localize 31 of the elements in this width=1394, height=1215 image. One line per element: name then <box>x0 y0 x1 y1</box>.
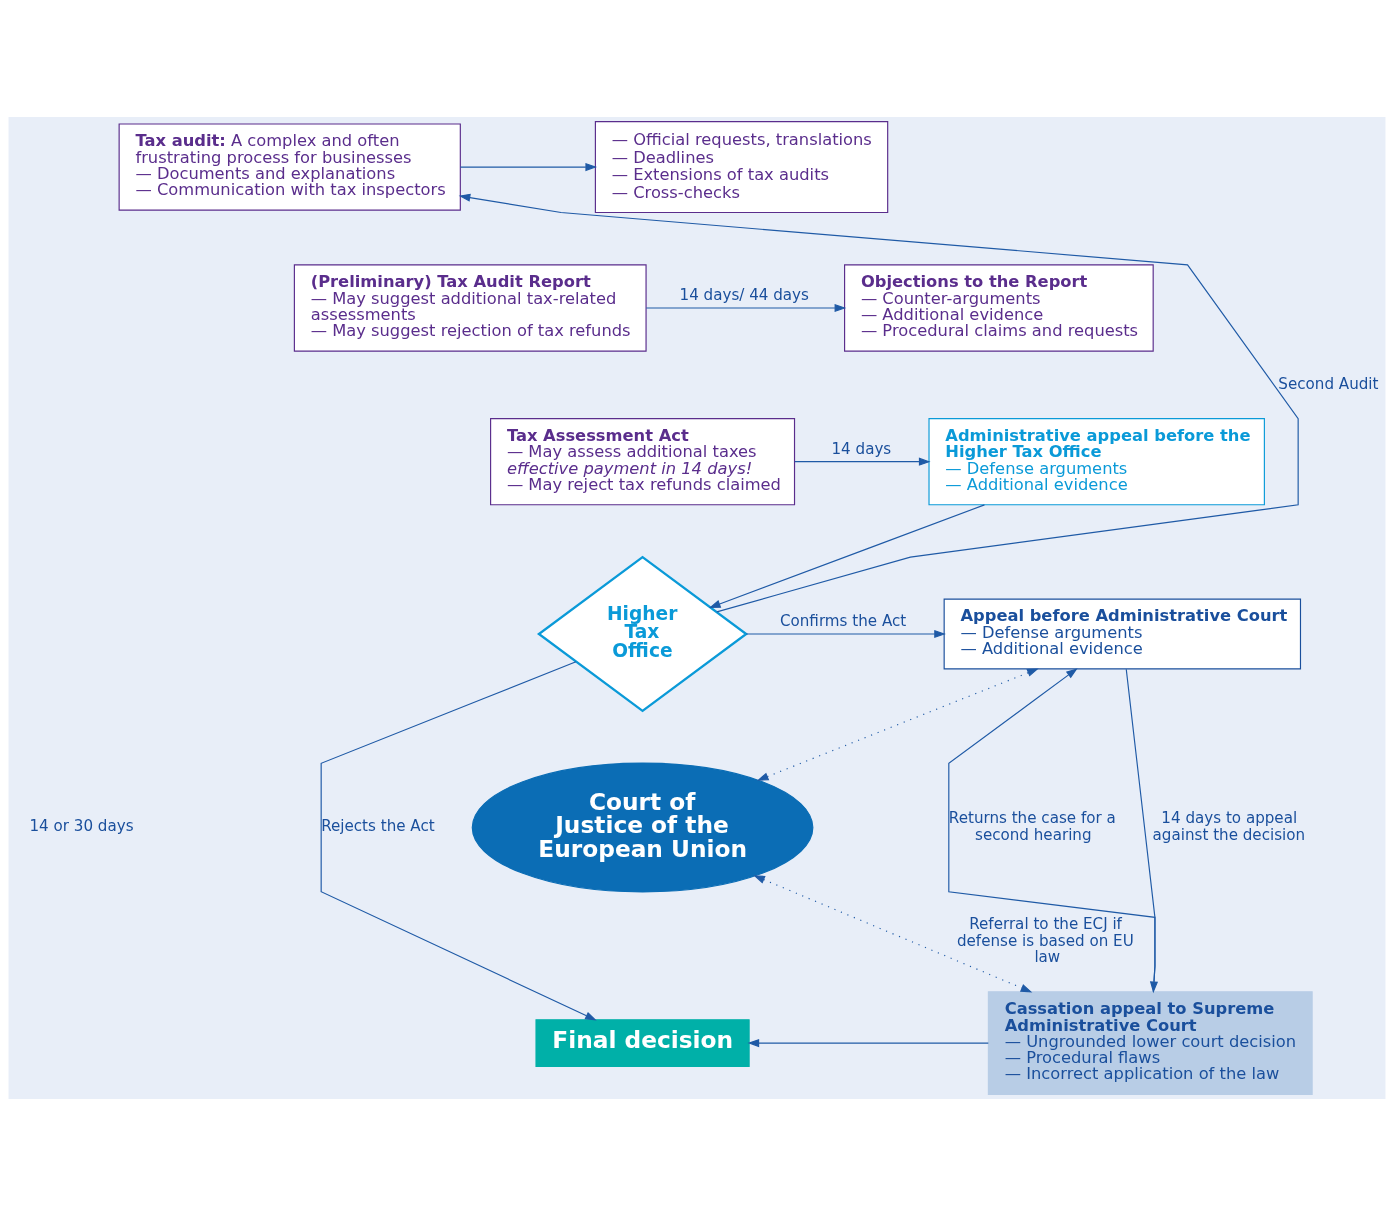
node-box: Cassation appeal to Supreme Administrative Court — Ungrounded lower court decision — Procedural flaws — Incorrect application of the law <box>987 990 1313 1095</box>
arrow <box>320 660 597 1021</box>
node-box: Final decision <box>535 1018 750 1067</box>
edge-label: Confirms the Act <box>779 611 907 630</box>
arrow <box>753 874 1033 992</box>
arrow <box>747 1038 989 1047</box>
node-box: — Official requests, translations — Deadlines — Extensions of tax audits — Cross-checks <box>594 120 889 213</box>
node-box: Objections to the Report — Counter-arguments — Additional evidence — Procedural claims and requests <box>844 263 1154 352</box>
node-ellipse: Court of Justice of the European Union <box>471 762 814 892</box>
edge-label: 14 days <box>831 439 892 458</box>
node-box: (Preliminary) Tax Audit Report — May suggest additional tax-related assessments — May suggest rejection of tax refunds <box>293 263 647 352</box>
edge-label: Referral to the ECJ if defense is based on EU law <box>956 914 1134 966</box>
edge-label: 14 days to appeal against the decision <box>1152 808 1306 844</box>
edge-label: 14 days/ 44 days <box>679 285 809 304</box>
arrow <box>458 193 1299 612</box>
node-box: Tax audit: A complex and often frustrating process for businesses — Documents and explanations — Communication with tax inspectors <box>118 122 461 211</box>
edge-label: Rejects the Act <box>321 816 435 835</box>
arrow <box>459 162 598 171</box>
arrow <box>645 303 847 312</box>
arrow <box>756 668 1039 781</box>
arrow <box>794 457 931 466</box>
node-diamond: Higher Tax Office <box>536 555 749 712</box>
edge-label: Second Audit <box>1278 374 1379 393</box>
node-box: Administrative appeal before the Higher Tax Office — Defense arguments — Additional evidence <box>928 417 1265 505</box>
edge-label: Returns the case for a second hearing <box>948 808 1116 844</box>
node-box: Tax Assessment Act — May assess additional taxes effective payment in 14 days! — May reject tax refunds claimed <box>490 417 796 505</box>
arrow <box>708 503 986 608</box>
node-box: Appeal before Administrative Court — Defense arguments — Additional evidence <box>943 598 1302 670</box>
label: 14 or 30 days <box>29 816 134 835</box>
arrow <box>948 667 1156 992</box>
arrow <box>745 629 946 638</box>
